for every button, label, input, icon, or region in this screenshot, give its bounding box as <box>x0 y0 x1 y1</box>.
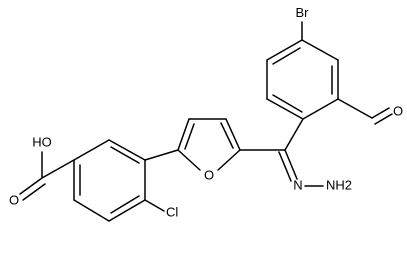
atom-label-nh2: NH2 <box>326 177 352 192</box>
bond-ring-to-hydrazone-c <box>284 118 304 151</box>
bond <box>217 149 241 171</box>
atom-label-br: Br <box>296 5 310 20</box>
bond <box>184 123 195 150</box>
bond <box>177 149 201 171</box>
bond-ring-to-cooh <box>41 159 75 179</box>
bond <box>110 146 140 164</box>
bond <box>301 39 339 61</box>
atom-label-aldehyde-o: O <box>393 103 403 118</box>
bond <box>272 47 301 65</box>
bond <box>108 139 146 161</box>
bond-c-cho <box>337 98 373 119</box>
bond-c-cl <box>144 199 165 212</box>
atom-label-carboxyl-o: O <box>9 192 19 207</box>
bond <box>302 98 339 120</box>
aryl-ring-bromo <box>266 39 339 120</box>
bond <box>266 98 304 120</box>
atom-label-hydrazone-n: N <box>293 177 302 192</box>
bond <box>110 195 140 214</box>
bond <box>73 139 110 161</box>
bond <box>266 39 303 61</box>
bond-c-o-double <box>374 113 393 125</box>
atom-label-carboxyl-oh: HO <box>32 134 52 149</box>
aryl-ring-chloro <box>73 139 146 222</box>
bond-c-n-double <box>284 149 298 180</box>
bond <box>73 199 110 222</box>
atom-label-cl: Cl <box>166 204 178 219</box>
bond-c-n-double <box>278 151 292 182</box>
bond <box>108 199 146 222</box>
bond-c-o-double <box>22 183 46 201</box>
bond-furan-to-aryl <box>144 149 179 161</box>
bond <box>177 118 190 151</box>
bond <box>225 118 241 151</box>
bond-c-o-double <box>19 177 43 195</box>
bond-c-o-double <box>371 107 390 119</box>
furan-ring <box>177 118 241 171</box>
atom-label-furan-o: O <box>204 167 214 182</box>
bond <box>220 122 234 149</box>
bond <box>272 94 303 113</box>
